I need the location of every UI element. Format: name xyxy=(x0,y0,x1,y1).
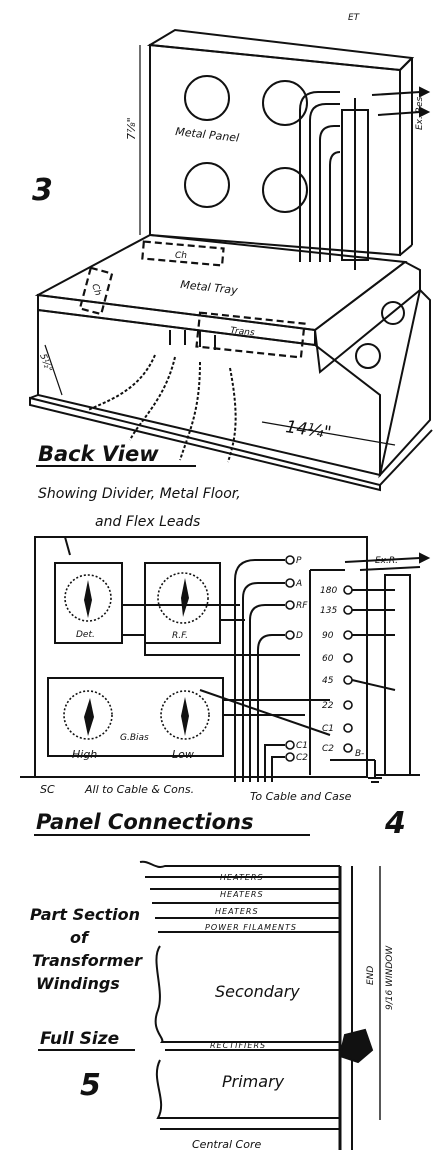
caption-line-4: Windings xyxy=(36,974,120,993)
dial-pointer xyxy=(84,580,92,618)
terminal-d: D xyxy=(296,631,303,641)
dial-label-rf: R.F. xyxy=(172,631,188,641)
resistor-strip xyxy=(384,574,411,776)
label-g-bias: G.Bias xyxy=(120,733,149,743)
caption-line-1: Part Section xyxy=(30,905,140,924)
dial-pointer xyxy=(181,697,189,736)
layer-label-primary: Primary xyxy=(222,1072,285,1091)
layer-heaters-1 xyxy=(139,860,340,868)
layer-label-heaters-2: HEATERS xyxy=(220,890,264,899)
rectifier-clip xyxy=(338,1028,374,1064)
note-cable-cons: All to Cable & Cons. xyxy=(84,783,194,796)
primary-outline xyxy=(155,1059,340,1119)
socket xyxy=(355,343,381,369)
label-choke-side: Ch xyxy=(89,283,103,298)
label-central-core: Central Core xyxy=(192,1138,261,1151)
label-metal-tray: Metal Tray xyxy=(180,278,239,297)
panel-connections-title: Panel Connections xyxy=(36,810,253,834)
label-ex-r: Ex.R. xyxy=(375,556,398,566)
label-end: END xyxy=(366,966,376,985)
panel-hole xyxy=(184,162,230,208)
transformer-outline xyxy=(195,311,306,359)
dial-box xyxy=(47,677,224,757)
back-view-caption-2: and Flex Leads xyxy=(95,514,200,530)
terminal-c1: C1 xyxy=(296,741,308,751)
layer-label-power-filaments: POWER FILAMENTS xyxy=(205,923,297,932)
terminal-right-c2: C2 xyxy=(322,744,334,754)
label-sc: SC xyxy=(40,783,55,796)
label-trans: Trans xyxy=(230,326,256,339)
terminal-45: 45 xyxy=(322,676,334,686)
dial-box xyxy=(144,562,221,644)
label-choke-top: Ch xyxy=(175,251,187,261)
terminal-rf: RF xyxy=(296,601,308,611)
layer-label-heaters-1: HEATERS xyxy=(220,873,264,882)
label-et: ET xyxy=(348,13,361,23)
back-view-drawing xyxy=(29,28,433,492)
back-view-title: Back View xyxy=(38,442,159,466)
terminal-60: 60 xyxy=(322,654,334,664)
dial-label-det: Det. xyxy=(76,630,95,640)
layer-label-rectifiers: RECTIFIERS xyxy=(210,1041,266,1050)
note-cable-case: To Cable and Case xyxy=(250,790,352,803)
metal-panel xyxy=(149,43,401,257)
dim-width: 14¼" xyxy=(284,417,332,443)
panel-hole xyxy=(262,167,308,213)
figure-number-4: 4 xyxy=(384,806,406,841)
caption-line-2: of xyxy=(70,928,90,947)
dial xyxy=(157,572,209,624)
dim-depth: 5½" xyxy=(37,353,53,374)
panel-hole xyxy=(184,75,230,121)
dial xyxy=(160,690,210,740)
dial-pointer xyxy=(181,578,189,617)
chassis-box xyxy=(37,308,381,477)
layer-label-heaters-3: HEATERS xyxy=(215,907,259,916)
dial-label-high: High xyxy=(72,748,97,761)
label-ex-res: Ex. Res. xyxy=(415,94,425,130)
back-view-caption-1: Showing Divider, Metal Floor, xyxy=(38,486,241,502)
terminal-22: 22 xyxy=(322,701,334,711)
dim-height: 7⅞" xyxy=(125,117,138,140)
full-size-label: Full Size xyxy=(40,1029,119,1049)
transformer-section-drawing xyxy=(139,860,381,1150)
terminal-a: A xyxy=(295,579,302,589)
dial-pointer xyxy=(84,698,94,736)
figure-number-3: 3 xyxy=(32,173,53,208)
label-b-minus: B- xyxy=(355,749,364,759)
dial-label-low: Low xyxy=(172,748,194,761)
socket xyxy=(381,301,405,325)
panel-connections-drawing xyxy=(20,536,431,783)
terminal-90: 90 xyxy=(322,631,334,641)
terminal-180: 180 xyxy=(320,586,337,596)
terminal-p: P xyxy=(296,556,302,566)
layer-label-secondary: Secondary xyxy=(215,982,300,1001)
figure-number-5: 5 xyxy=(80,1068,101,1103)
secondary-outline xyxy=(154,945,340,1043)
caption-line-3: Transformer xyxy=(32,951,143,970)
dial-box xyxy=(54,562,123,644)
dial xyxy=(63,690,113,740)
terminal-right-c1: C1 xyxy=(322,724,334,734)
label-window: 9/16 WINDOW xyxy=(385,945,395,1010)
panel-outline xyxy=(34,536,368,778)
dial xyxy=(64,574,112,622)
label-metal-panel: Metal Panel xyxy=(175,125,240,145)
terminal-c2: C2 xyxy=(296,753,308,763)
choke-outline xyxy=(141,240,225,267)
panel-hole xyxy=(262,80,308,126)
terminal-135: 135 xyxy=(320,606,337,616)
choke-outline xyxy=(78,266,114,316)
